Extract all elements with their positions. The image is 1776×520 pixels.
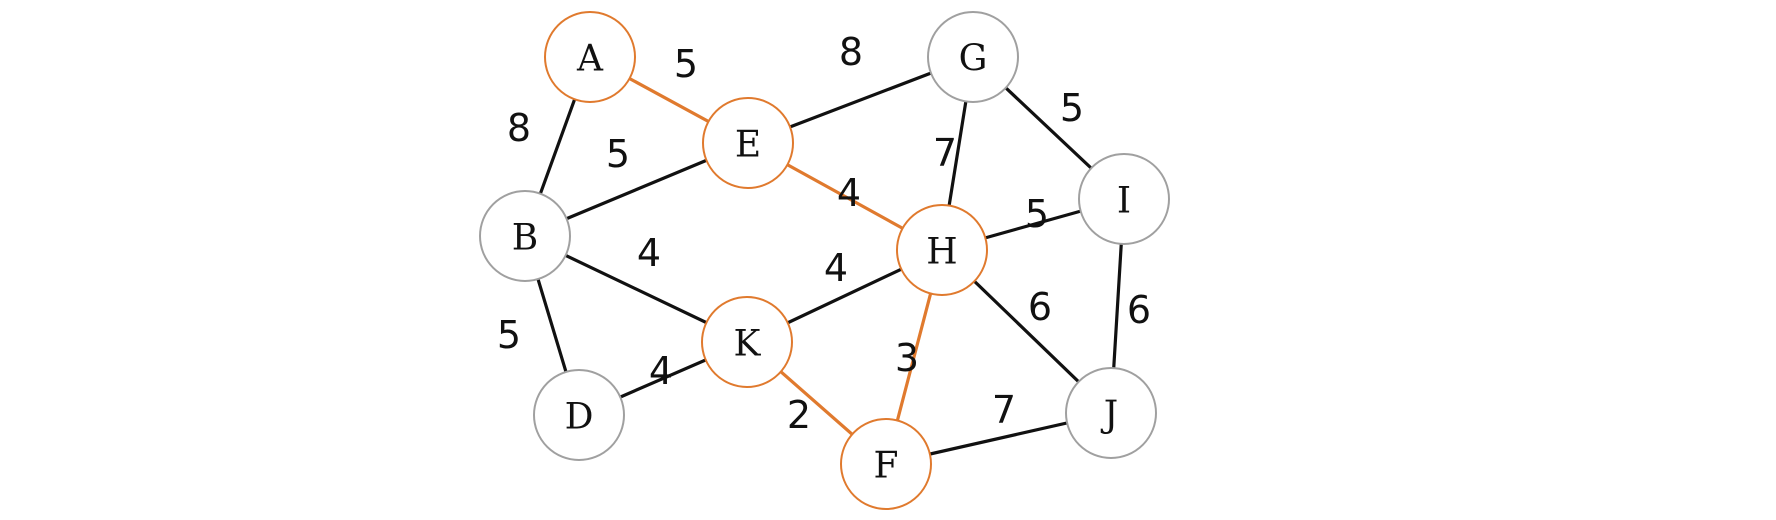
edge-weight-d-k: 4: [649, 349, 673, 393]
edge-weight-b-e: 5: [606, 132, 630, 176]
node-circle-d: [533, 369, 625, 461]
node-label-b: B: [512, 218, 538, 259]
edge-weight-h-f: 3: [895, 336, 919, 380]
node-circle-h: [896, 204, 988, 296]
node-h: H: [896, 204, 988, 296]
node-label-k: K: [734, 324, 762, 365]
edge-weight-i-j: 6: [1127, 288, 1151, 332]
node-circle-b: [479, 190, 571, 282]
node-label-d: D: [565, 397, 594, 438]
node-circle-i: [1078, 153, 1170, 245]
node-a: A: [544, 11, 636, 103]
edge-weight-g-i: 5: [1060, 86, 1084, 130]
node-d: D: [533, 369, 625, 461]
node-label-j: J: [1100, 395, 1118, 436]
node-j: J: [1065, 367, 1157, 459]
node-label-a: A: [576, 39, 604, 80]
node-circle-e: [702, 97, 794, 189]
node-e: E: [702, 97, 794, 189]
edge-weight-k-h: 4: [824, 246, 848, 290]
edge-weight-a-b: 8: [507, 106, 531, 150]
edge-weight-h-j: 6: [1028, 285, 1052, 329]
node-i: I: [1078, 153, 1170, 245]
node-label-i: I: [1117, 181, 1131, 222]
node-b: B: [479, 190, 571, 282]
node-circle-k: [701, 296, 793, 388]
node-g: G: [927, 11, 1019, 103]
node-label-f: F: [874, 446, 899, 487]
node-label-h: H: [926, 232, 957, 273]
edge-weight-b-d: 5: [497, 313, 521, 357]
edge-weight-g-h: 7: [933, 131, 957, 175]
node-k: K: [701, 296, 793, 388]
node-circle-f: [840, 418, 932, 510]
edge-weight-k-f: 2: [787, 393, 811, 437]
node-circle-j: [1065, 367, 1157, 459]
edge-weights-layer: 8 5 5 4 5 4 8 4 7 5 5 4 6 3 6 2 7: [497, 30, 1151, 437]
nodes-layer: A B D E K F G H I J: [479, 11, 1170, 510]
edge-weight-h-i: 5: [1025, 192, 1049, 236]
node-circle-a: [544, 11, 636, 103]
edge-weight-b-k: 4: [637, 231, 661, 275]
node-circle-g: [927, 11, 1019, 103]
edge-weight-e-h: 4: [837, 171, 861, 215]
node-f: F: [840, 418, 932, 510]
node-label-e: E: [735, 125, 761, 166]
node-label-g: G: [959, 39, 988, 80]
edge-weight-e-g: 8: [839, 30, 863, 74]
edge-weight-a-e: 5: [674, 42, 698, 86]
edge-weight-f-j: 7: [992, 388, 1016, 432]
